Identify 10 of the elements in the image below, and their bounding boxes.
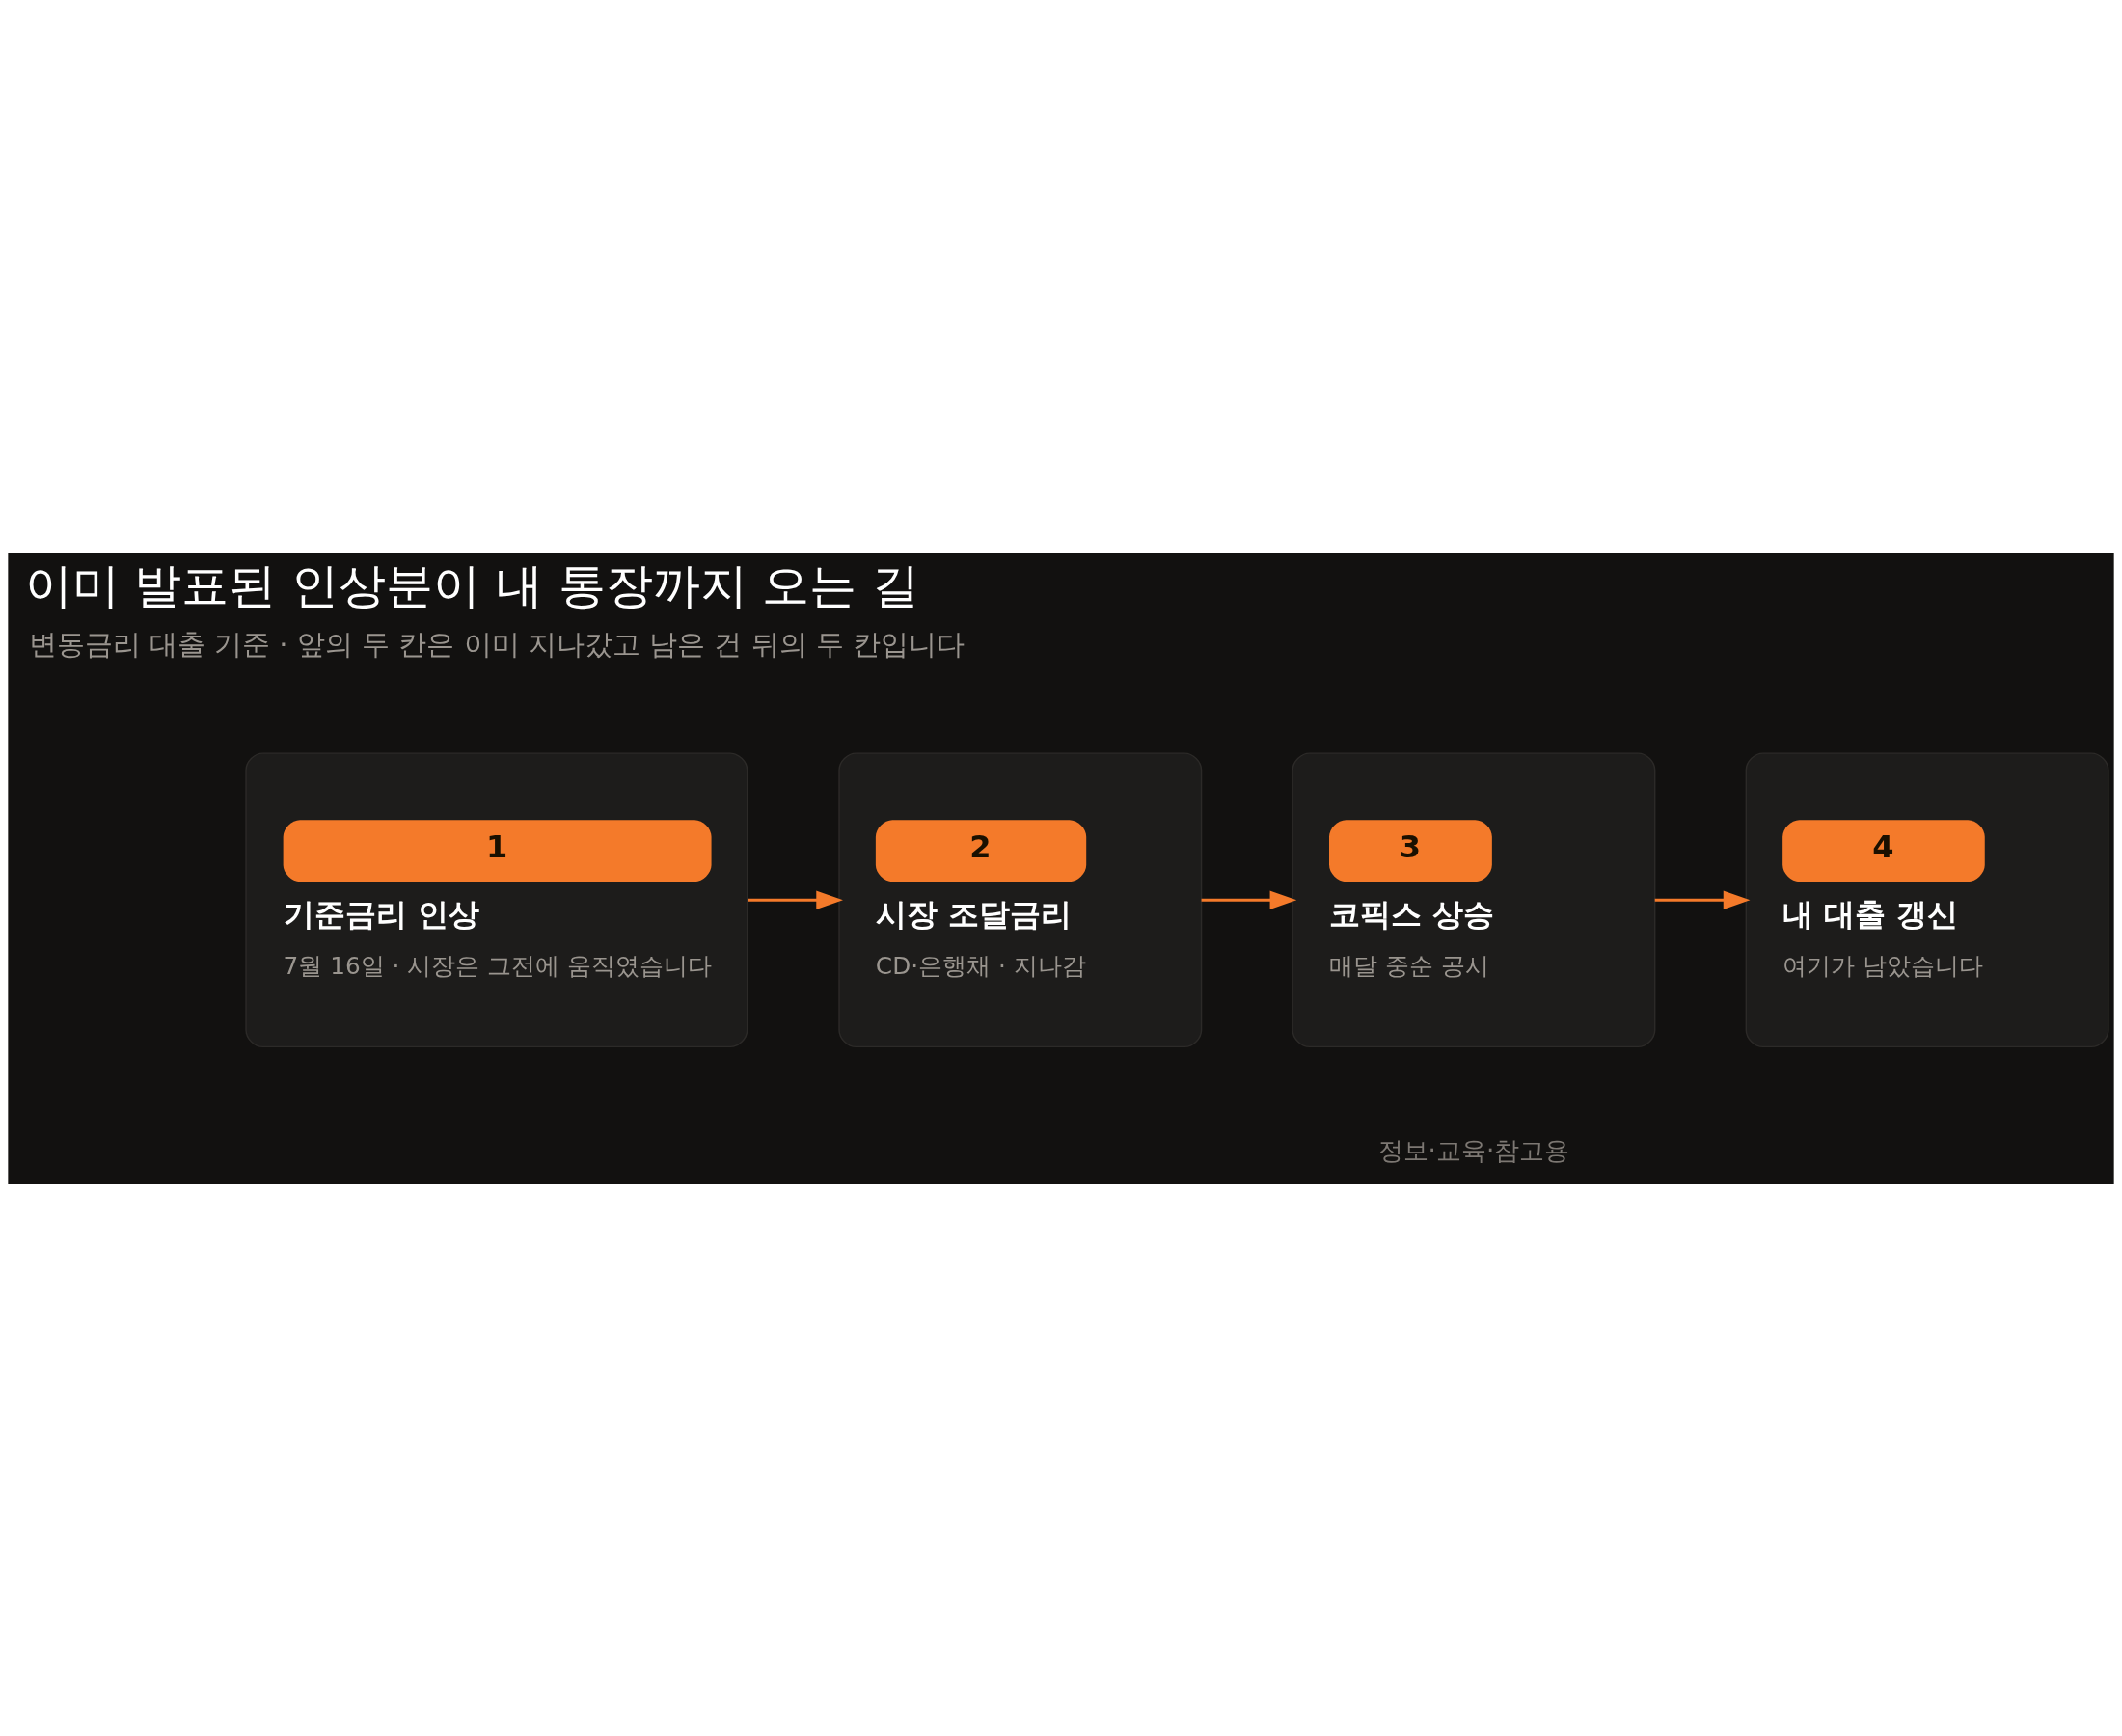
arrow xyxy=(1201,890,1297,909)
arrow xyxy=(1654,890,1751,909)
diagram-title: 이미 발표된 인상분이 내 통장까지 오는 길 xyxy=(24,556,920,613)
arrow xyxy=(748,890,843,909)
node-box: 3 코픽스 상승 매달 중순 공시 xyxy=(1292,751,1656,1047)
node-box: 4 내 대출 갱신 여기가 남았습니다 xyxy=(1745,751,2109,1047)
label: 정보·교육·참고용 xyxy=(1377,1135,1570,1165)
label: 변동금리 대출 기준 · 앞의 두 칸은 이미 지나갔고 남은 건 뒤의 두 칸입니다 xyxy=(28,627,966,661)
node-box: 2 시장 조달금리 CD·은행채 · 지나감 xyxy=(838,751,1203,1047)
node-box: 1 기준금리 인상 7월 16일 · 시장은 그전에 움직였습니다 xyxy=(245,751,748,1047)
